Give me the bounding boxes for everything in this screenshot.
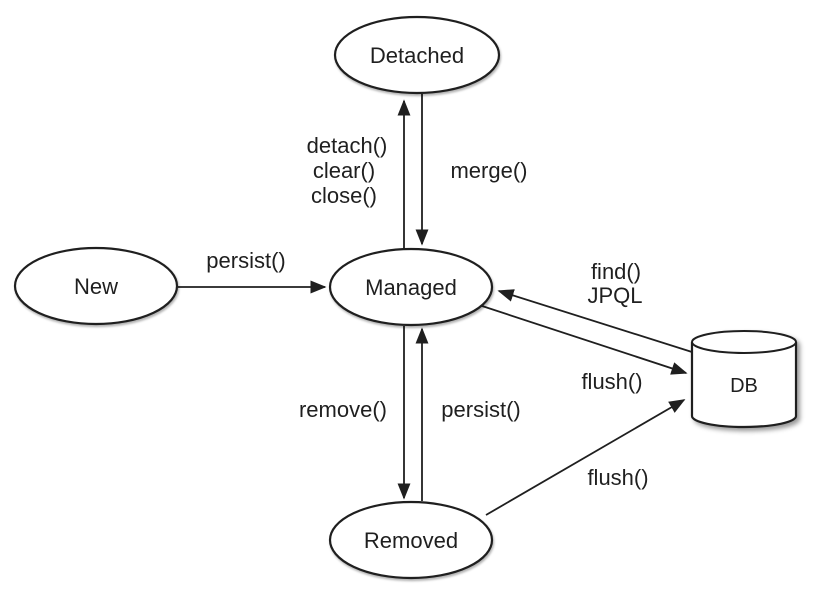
node-detached-shape [333, 15, 501, 95]
node-db-label: DB [730, 375, 758, 397]
edge-label-persist-removed: persist() [441, 397, 520, 422]
node-managed-label: Managed [365, 275, 457, 300]
edge-label-jpql: JPQL [587, 283, 642, 308]
edge-label-merge: merge() [450, 158, 527, 183]
node-detached: Detached [333, 15, 501, 95]
edge-label-remove: remove() [299, 397, 387, 422]
edge-label-flush-managed: flush() [581, 369, 642, 394]
node-new-shape [13, 246, 179, 326]
node-removed-label: Removed [364, 528, 458, 553]
node-managed-shape [328, 247, 494, 327]
node-removed-shape [328, 500, 494, 580]
edge-find-db-to-managed [497, 289, 693, 353]
node-detached-label: Detached [370, 43, 464, 68]
edge-label-find: find() [591, 259, 641, 284]
edge-label-persist-new: persist() [206, 248, 285, 273]
edge-flush-managed-to-db [478, 304, 688, 375]
edge-flush-removed-to-db [485, 399, 686, 516]
node-removed: Removed [328, 500, 494, 580]
node-managed: Managed [328, 247, 494, 327]
edge-label-flush-removed: flush() [587, 465, 648, 490]
node-new: New [13, 246, 179, 326]
edge-label-close: close() [311, 183, 377, 208]
node-new-label: New [74, 274, 118, 299]
db-cylinder-top [691, 330, 797, 354]
edge-label-detach: detach() [307, 133, 388, 158]
db-cylinder-body [690, 342, 798, 429]
edge-label-clear: clear() [313, 158, 375, 183]
node-db: DB [690, 330, 798, 429]
